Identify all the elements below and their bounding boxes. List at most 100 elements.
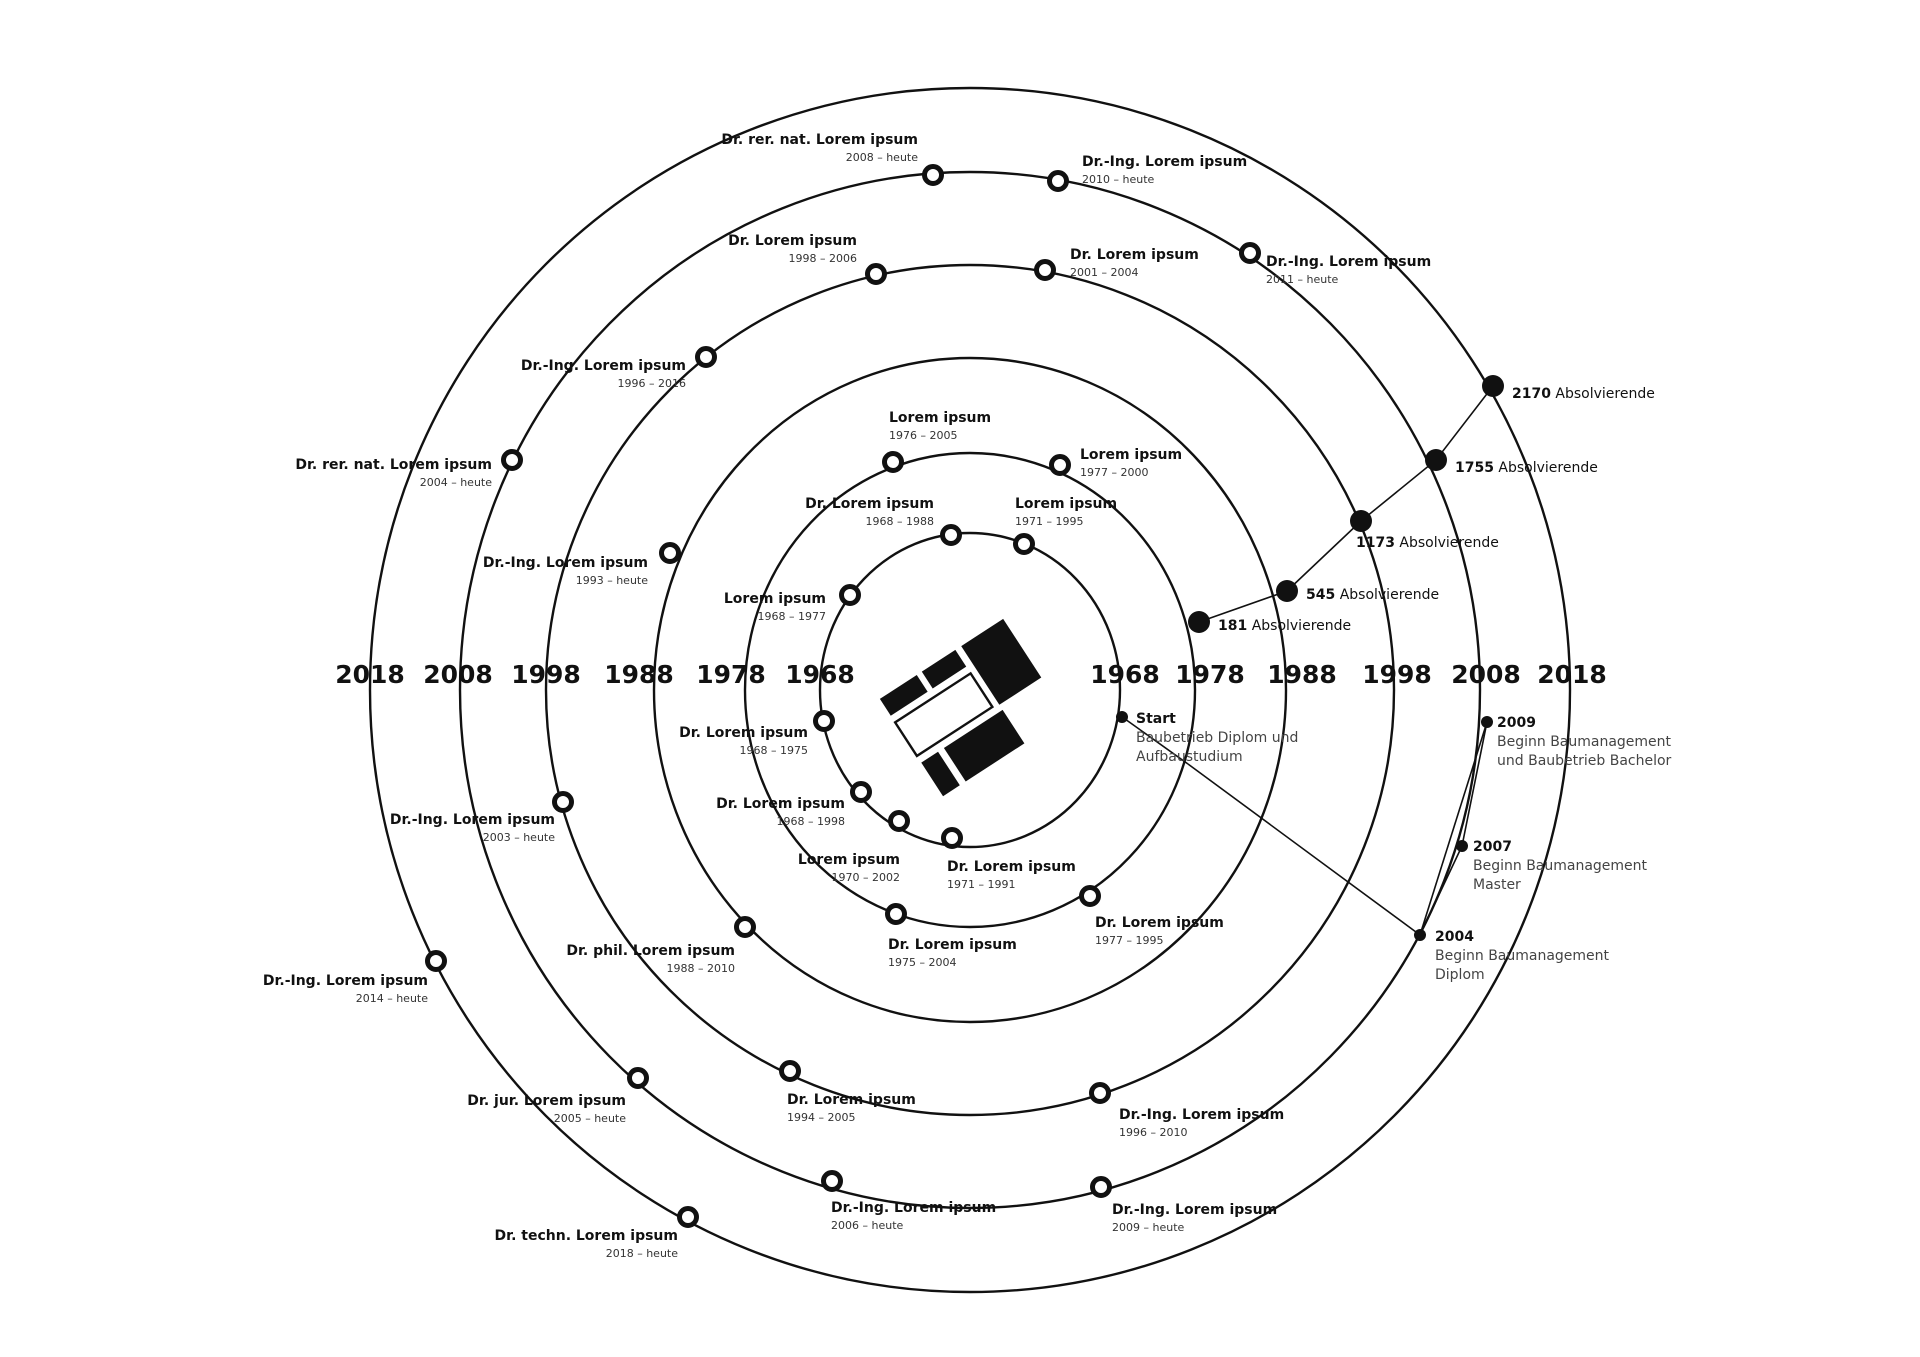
graduate-node[interactable] — [1276, 580, 1298, 602]
person-node[interactable] — [1239, 242, 1261, 264]
graduate-node[interactable] — [1482, 375, 1504, 397]
person-node[interactable] — [659, 542, 681, 564]
person-node[interactable] — [850, 781, 872, 803]
ring-1978 — [743, 451, 1197, 929]
person-name: Dr. Lorem ipsum — [1070, 247, 1199, 263]
person-node[interactable] — [501, 449, 523, 471]
person-name: Lorem ipsum — [724, 591, 826, 607]
graduate-word: Absolvierende — [1399, 535, 1498, 551]
year-label-right-2018: 2018 — [1537, 660, 1607, 689]
milestone-desc: Beginn Baumanagement — [1435, 948, 1610, 964]
person-node[interactable] — [885, 903, 907, 925]
person-name: Dr. Lorem ipsum — [805, 496, 934, 512]
person-name: Dr.-Ing. Lorem ipsum — [263, 973, 428, 989]
year-label-left-1988: 1988 — [604, 660, 674, 689]
person-years: 1988 – 2010 — [667, 962, 735, 975]
graduate-label: 1755 Absolvierende — [1455, 460, 1598, 476]
person-name: Dr. rer. nat. Lorem ipsum — [721, 132, 918, 148]
person-node[interactable] — [1013, 533, 1035, 555]
graduate-word: Absolvierende — [1555, 386, 1654, 402]
person-node[interactable] — [425, 950, 447, 972]
person-node[interactable] — [695, 346, 717, 368]
person-node[interactable] — [1034, 259, 1056, 281]
year-label-right-1968: 1968 — [1090, 660, 1160, 689]
person-node[interactable] — [865, 263, 887, 285]
person-years: 2010 – heute — [1082, 173, 1155, 186]
ring-1968 — [818, 531, 1122, 849]
person-name: Dr. Lorem ipsum — [1095, 915, 1224, 931]
person-name: Dr.-Ing. Lorem ipsum — [1119, 1107, 1284, 1123]
person-name: Dr.-Ing. Lorem ipsum — [1266, 254, 1431, 270]
person-years: 1968 – 1998 — [777, 815, 845, 828]
year-label-right-1978: 1978 — [1175, 660, 1245, 689]
year-label-left-1998: 1998 — [511, 660, 581, 689]
person-node[interactable] — [1089, 1082, 1111, 1104]
milestones: Start Baubetrieb Diplom und Aufbaustudiu… — [1116, 711, 1672, 983]
graduate-label: 545 Absolvierende — [1306, 587, 1439, 603]
person-years: 1996 – 2016 — [618, 377, 686, 390]
milestone-desc: Aufbaustudium — [1136, 749, 1243, 765]
person-name: Dr. techn. Lorem ipsum — [495, 1228, 678, 1244]
person-node[interactable] — [839, 584, 861, 606]
graduate-markers: 181 Absolvierende 545 Absolvierende 1173… — [1188, 375, 1655, 634]
person-years: 1994 – 2005 — [787, 1111, 855, 1124]
person-name: Lorem ipsum — [1015, 496, 1117, 512]
person-name: Dr. Lorem ipsum — [947, 859, 1076, 875]
person-years: 1993 – heute — [576, 574, 649, 587]
person-years: 2006 – heute — [831, 1219, 904, 1232]
person-node[interactable] — [941, 827, 963, 849]
graduate-label: 181 Absolvierende — [1218, 618, 1351, 634]
person-node[interactable] — [627, 1067, 649, 1089]
person-name: Dr. Lorem ipsum — [728, 233, 857, 249]
year-label-left-1978: 1978 — [696, 660, 766, 689]
milestone-title: 2007 — [1473, 839, 1512, 855]
person-node[interactable] — [779, 1060, 801, 1082]
person-name: Lorem ipsum — [798, 852, 900, 868]
person-node[interactable] — [888, 810, 910, 832]
person-name: Dr. rer. nat. Lorem ipsum — [295, 457, 492, 473]
person-node[interactable] — [882, 451, 904, 473]
person-node[interactable] — [821, 1170, 843, 1192]
person-node[interactable] — [1090, 1176, 1112, 1198]
year-label-left-2008: 2008 — [423, 660, 493, 689]
person-name: Dr.-Ing. Lorem ipsum — [521, 358, 686, 374]
graduate-word: Absolvierende — [1498, 460, 1597, 476]
person-node[interactable] — [734, 916, 756, 938]
graduate-node[interactable] — [1350, 510, 1372, 532]
milestone-node-start[interactable] — [1116, 711, 1128, 723]
graduate-node[interactable] — [1188, 611, 1210, 633]
person-node[interactable] — [922, 164, 944, 186]
person-name: Dr.-Ing. Lorem ipsum — [1082, 154, 1247, 170]
person-years: 2004 – heute — [420, 476, 493, 489]
graduate-count: 545 — [1306, 587, 1335, 603]
person-node[interactable] — [813, 710, 835, 732]
graduate-node[interactable] — [1425, 449, 1447, 471]
milestone-node-2004[interactable] — [1414, 929, 1426, 941]
person-name: Dr.-Ing. Lorem ipsum — [483, 555, 648, 571]
year-label-right-1988: 1988 — [1267, 660, 1337, 689]
graduate-count: 181 — [1218, 618, 1247, 634]
graduate-label: 1173 Absolvierende — [1356, 535, 1499, 551]
person-years: 1968 – 1988 — [866, 515, 934, 528]
person-years: 1998 – 2006 — [789, 252, 857, 265]
person-node[interactable] — [1047, 170, 1069, 192]
person-node[interactable] — [677, 1206, 699, 1228]
person-years: 2003 – heute — [483, 831, 556, 844]
person-years: 1970 – 2002 — [832, 871, 900, 884]
milestone-node-2009[interactable] — [1481, 716, 1493, 728]
person-node[interactable] — [552, 791, 574, 813]
year-label-left-1968: 1968 — [785, 660, 855, 689]
ring-1998 — [544, 263, 1396, 1117]
person-node[interactable] — [1079, 885, 1101, 907]
start-connector — [1117, 713, 1189, 765]
milestone-node-2007[interactable] — [1456, 840, 1468, 852]
person-node[interactable] — [940, 524, 962, 546]
person-name: Dr. Lorem ipsum — [787, 1092, 916, 1108]
milestone-desc: Beginn Baumanagement — [1497, 734, 1672, 750]
person-years: 1971 – 1995 — [1015, 515, 1083, 528]
person-node[interactable] — [1049, 454, 1071, 476]
person-name: Dr.-Ing. Lorem ipsum — [831, 1200, 996, 1216]
milestone-desc: Beginn Baumanagement — [1473, 858, 1648, 874]
person-name: Dr. Lorem ipsum — [716, 796, 845, 812]
